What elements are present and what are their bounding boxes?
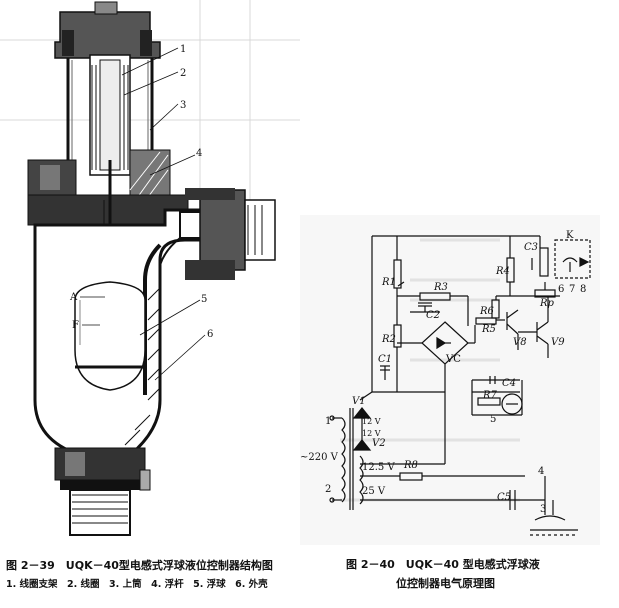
label-mains: ~220 V	[300, 452, 339, 463]
terminal-3: 3	[540, 504, 546, 515]
part-label-f: F	[72, 320, 79, 331]
label-r5: R5	[481, 324, 496, 335]
label-c1: C1	[378, 354, 392, 365]
figure-2-39-legend: 1. 线圈支架 2. 线圈 3. 上筒 4. 浮杆 5. 浮球 6. 外壳	[6, 579, 268, 590]
label-r8: R8	[403, 460, 418, 471]
figure-2-39-caption: 图 2－39 UQK－40型电感式浮球液位控制器结构图	[6, 559, 273, 572]
label-rp: Rp	[539, 298, 555, 309]
label-r1: R1	[381, 277, 396, 288]
label-c4: C4	[502, 378, 516, 389]
figure-2-40-caption-line1: 图 2－40 UQK－40 型电感式浮球液	[346, 558, 540, 571]
label-25v: 25 V	[362, 486, 386, 497]
label-vc: VC	[445, 354, 461, 365]
label-c2: C2	[426, 310, 440, 321]
label-v8: V8	[513, 337, 527, 348]
float-ball	[74, 281, 146, 391]
label-r6: R6	[479, 306, 495, 317]
label-12v-b: 12 V	[362, 429, 381, 438]
terminal-6: 6	[558, 284, 564, 295]
terminal-5: 5	[490, 414, 496, 425]
label-k: K	[566, 230, 574, 241]
part-label-6: 6	[207, 329, 213, 340]
terminal-4: 4	[538, 466, 544, 477]
part-label-3: 3	[180, 100, 186, 111]
figure-2-40-caption-line2: 位控制器电气原理图	[396, 577, 495, 590]
part-labels: 1 2 3 4 5 6 A F	[69, 44, 213, 340]
label-r4: R4	[495, 266, 510, 277]
label-c5: C5	[497, 492, 511, 503]
label-v9: V9	[551, 337, 565, 348]
terminal-labels: 1 2 3 4 5 6 7 8	[325, 284, 586, 515]
label-c3: C3	[524, 242, 538, 253]
part-label-a: A	[69, 292, 78, 303]
label-r3: R3	[433, 282, 448, 293]
terminal-7: 7	[569, 284, 575, 295]
part-label-5: 5	[201, 294, 207, 305]
part-label-4: 4	[196, 148, 202, 159]
label-12-5v: 12.5 V	[362, 462, 395, 473]
part-label-2: 2	[180, 68, 186, 79]
label-r2: R2	[381, 334, 396, 345]
part-label-1: 1	[180, 44, 186, 55]
voltage-labels: ~220 V 12 V 12 V 12.5 V 25 V	[300, 417, 395, 497]
label-v1: V1	[352, 396, 366, 407]
component-labels: R1 R2 R3 R4 R5 R6 R7 R8 Rp C1 C2 C3 C4 C…	[352, 230, 574, 503]
label-12v-a: 12 V	[362, 417, 381, 426]
float-level-controller-structure-drawing: 1 2 3 4 5 6 A F	[0, 0, 300, 536]
terminal-1: 1	[325, 416, 331, 427]
terminal-8: 8	[580, 284, 586, 295]
terminal-2: 2	[325, 484, 331, 495]
label-r7: R7	[482, 390, 498, 401]
label-v2: V2	[372, 438, 386, 449]
